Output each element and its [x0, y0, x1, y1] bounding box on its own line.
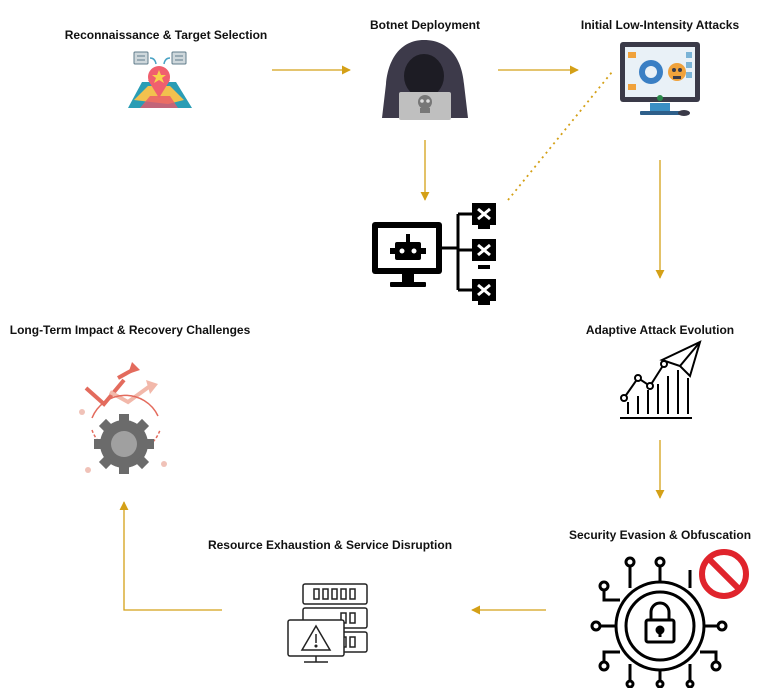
- hooded-hacker-icon: [382, 40, 468, 120]
- stage-label-reconnaissance: Reconnaissance & Target Selection: [64, 28, 268, 42]
- forbidden-icon: [699, 549, 749, 599]
- stage-label-long-term-impact: Long-Term Impact & Recovery Challenges: [9, 323, 251, 337]
- arrow-resource-to-impact: [119, 501, 222, 611]
- stage-label-initial-attacks: Initial Low-Intensity Attacks: [580, 18, 740, 32]
- gear-recovery-icon: [79, 362, 167, 474]
- robot-network-icon: [372, 203, 496, 305]
- monitor-malware-icon: [620, 42, 700, 116]
- stage-label-resource-exhaustion: Resource Exhaustion & Service Disruption: [207, 538, 453, 552]
- server-alert-icon: [287, 583, 368, 663]
- stage-label-adaptive-evolution: Adaptive Attack Evolution: [585, 323, 735, 337]
- connectors: [119, 65, 665, 615]
- lock-circuit-icon: [590, 556, 728, 688]
- rising-chart-icon: [620, 340, 702, 419]
- map-pin-icon: [128, 51, 192, 108]
- stage-label-security-evasion: Security Evasion & Obfuscation: [568, 528, 752, 542]
- dotted-network-to-initial: [507, 71, 613, 201]
- stage-label-botnet-deployment: Botnet Deployment: [369, 18, 481, 32]
